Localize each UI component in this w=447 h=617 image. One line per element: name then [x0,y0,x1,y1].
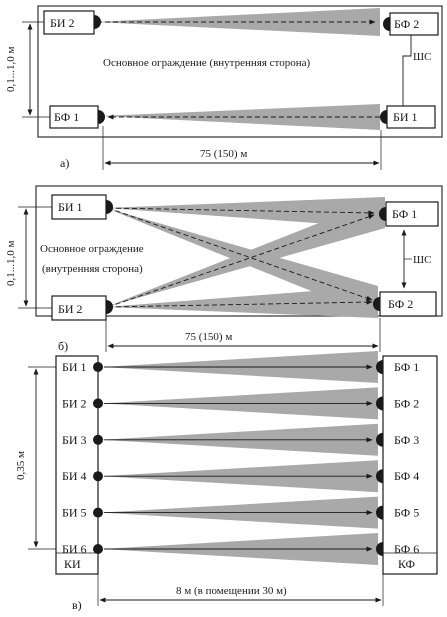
panel-b-transmitter-1 [51,194,107,220]
panel-b-receiver-2-label: БФ 2 [388,297,413,311]
panel-c-receiver-6-lens-icon [376,542,383,556]
panel-a-length-label: 75 (150) м [200,148,247,160]
panel-c-receiver-2-label: БФ 2 [394,396,419,410]
panel-b-transmitter-1-label: БИ 1 [58,200,83,214]
panel-c-transmitter-4-lens-icon [93,471,103,482]
panel-c-receiver-3-lens-icon [376,432,383,447]
panel-a-height-label: 0,1...1,0 м [5,47,17,93]
panel-c-receiver-3-label: БФ 3 [394,433,419,447]
panel-c-left-column-label: КИ [64,557,81,571]
panel-b-frame [35,185,443,317]
panel-b-ray-4 [107,299,373,308]
panel-c-units: БИ 1 БФ 1 БИ 2 БФ 2 БИ 3 БФ 3 БИ 4 БФ 4 БИ 5 БФ 5… [62,360,419,556]
panel-c-transmitter-2-label: БИ 2 [62,396,87,410]
panel-b-fence-label-line2: (внутренняя сторона) [42,263,143,275]
panel-c-beams [101,351,378,565]
panel-b-transmitter-2-label: БИ 2 [58,302,83,316]
panel-c-transmitter-2-lens-icon [93,398,103,409]
panel-b-receiver-2 [379,291,437,317]
panel-c-receiver-4-lens-icon [376,469,383,484]
panel-a-receiver-bottom-label: БФ 1 [54,110,79,124]
panel-a: БИ 2 БФ 2 БФ 1 БИ 1 Основное ограждение … [5,5,443,170]
panel-a-fence-label: Основное ограждение (внутренняя сторона) [103,57,310,69]
panel-b-receiver-1-lens-icon [379,207,386,221]
panel-c-receiver-6-label: БФ 6 [394,542,419,556]
panel-c-receiver-5-lens-icon [376,505,383,520]
panel-c-transmitter-3-lens-icon [93,434,103,445]
panel-a-cable-label: ШС [413,51,431,63]
panel-a-receiver-top-label: БФ 2 [394,17,419,31]
panel-c-transmitter-6-lens-icon [93,544,103,554]
panel-b-beam-4 [106,286,378,318]
panel-c-right-column-label: КФ [398,557,415,571]
panel-c-transmitter-1-label: БИ 1 [62,360,87,374]
panel-b-receiver-1-label: БФ 1 [392,207,417,221]
panel-b-beam-3 [106,197,385,307]
panel-b-ray-1 [107,207,375,216]
panel-b-transmitter-2-lens-icon [106,300,113,314]
panel-b-height-label: 0,1...1,0 м [5,241,17,287]
panel-b-transmitter-1-lens-icon [106,200,113,214]
panel-b-caption: б) [58,339,68,353]
panel-c-transmitter-1-lens-icon [93,362,103,372]
panel-c-height-label: 0,35 м [15,451,27,480]
panel-a-transmitter-top-label: БИ 2 [50,16,75,30]
panel-c-length-label: 8 м (в помещении 30 м) [176,585,287,597]
panel-a-transmitter-bottom-label: БИ 1 [393,110,418,124]
panel-b-ray-2 [107,207,373,301]
panel-c-caption: в) [72,598,82,612]
panel-c-transmitter-4-label: БИ 4 [62,469,87,483]
panel-c-receiver-1-lens-icon [376,360,383,374]
panel-a-receiver-bottom-lens-icon [98,110,105,124]
panel-b-ray-3 [107,214,375,308]
panel-b-receiver-2-lens-icon [373,297,380,311]
panel-a-receiver-top-lens-icon [383,17,390,31]
panel-c-left-column [55,355,99,575]
panel-a-frame [37,5,443,138]
panel-c-right-column [382,355,438,575]
panel-c-transmitter-5-lens-icon [93,507,103,518]
panel-a-transmitter-bottom-lens-icon [380,110,387,124]
panel-c-receiver-5-label: БФ 5 [394,506,419,520]
panel-a-caption: а) [60,156,69,170]
panel-a-cable-line [402,35,412,106]
panel-c-receiver-4-label: БФ 4 [394,469,419,483]
panel-b-length-label: 75 (150) м [185,331,232,343]
panel-b-cable-label: ШС [413,254,431,266]
panel-c-receiver-1-label: БФ 1 [394,360,419,374]
panel-a-transmitter-top-lens-icon [94,15,101,29]
panel-b: БИ 1 БИ 2 БФ 1 БФ 2 Основное ограждение … [5,185,443,353]
panel-c-transmitter-5-label: БИ 5 [62,506,87,520]
panel-c-transmitter-3-label: БИ 3 [62,433,87,447]
panel-b-transmitter-2 [51,295,107,321]
panel-b-beam-1 [106,197,385,228]
panel-c-transmitter-6-label: БИ 6 [62,542,87,556]
panel-c-receiver-2-lens-icon [376,396,383,411]
panel-b-fence-label-line1: Основное ограждение [40,243,144,255]
